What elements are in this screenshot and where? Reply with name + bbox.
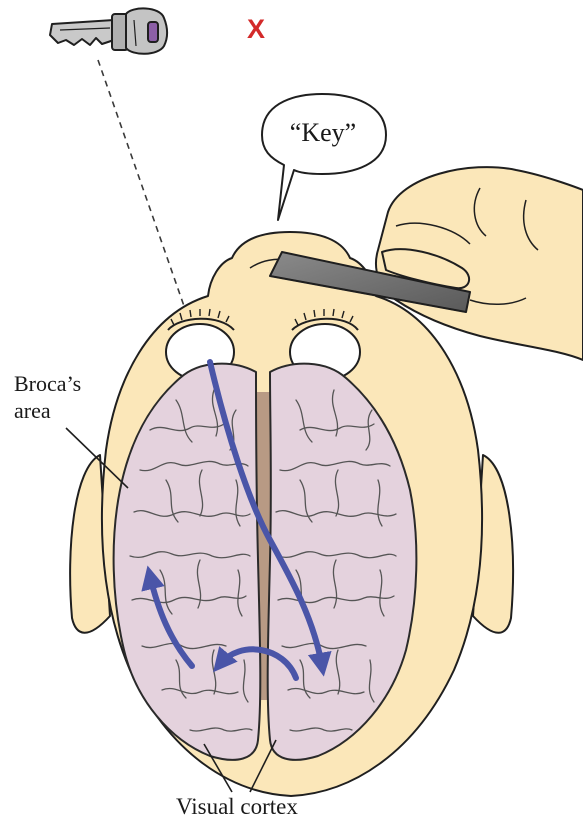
brocas-area-label-line1: Broca’s xyxy=(14,370,81,397)
speech-bubble-text: “Key” xyxy=(268,118,378,148)
speech-bubble xyxy=(262,94,386,220)
x-mark: X xyxy=(247,14,265,44)
key-icon xyxy=(50,8,167,53)
brocas-area-label-line2: area xyxy=(14,397,81,424)
brocas-area-label: Broca’s area xyxy=(14,370,81,424)
visual-cortex-label: Visual cortex xyxy=(176,793,298,820)
sight-line xyxy=(98,60,184,306)
